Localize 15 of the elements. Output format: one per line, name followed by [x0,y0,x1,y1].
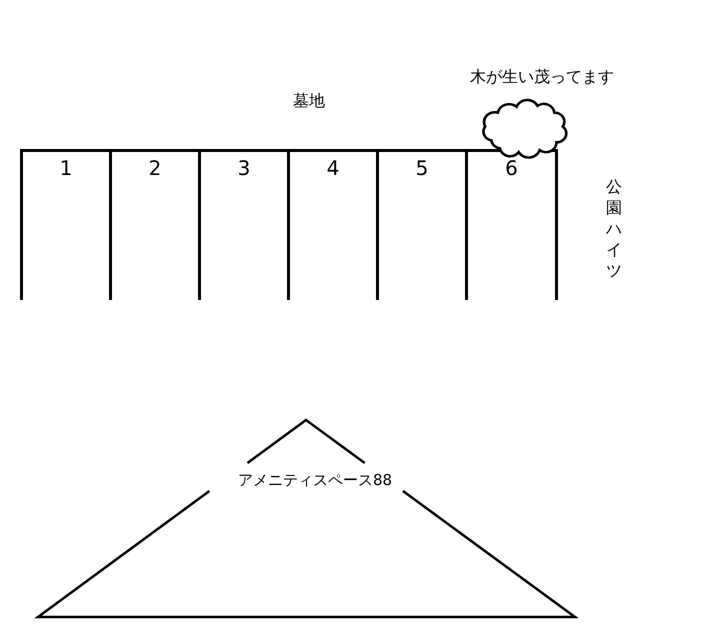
parking-stall [198,149,287,300]
stall-number: 5 [416,156,428,180]
parking-stall [109,149,198,300]
parking-stall [20,149,109,300]
area-label: 公園ハイツ [606,176,622,281]
stall-number: 3 [238,156,250,180]
parking-stall [287,149,376,300]
space-label: アメニティスペース88 [238,470,392,490]
stall-number: 2 [148,156,162,180]
note-text: 木が生い茂ってます [470,67,614,87]
parking-stall [376,149,465,300]
area-label: 墓地 [293,91,325,111]
stall-number: 1 [60,156,72,180]
stall-number: 4 [326,156,340,180]
stall-number: 6 [505,156,518,180]
